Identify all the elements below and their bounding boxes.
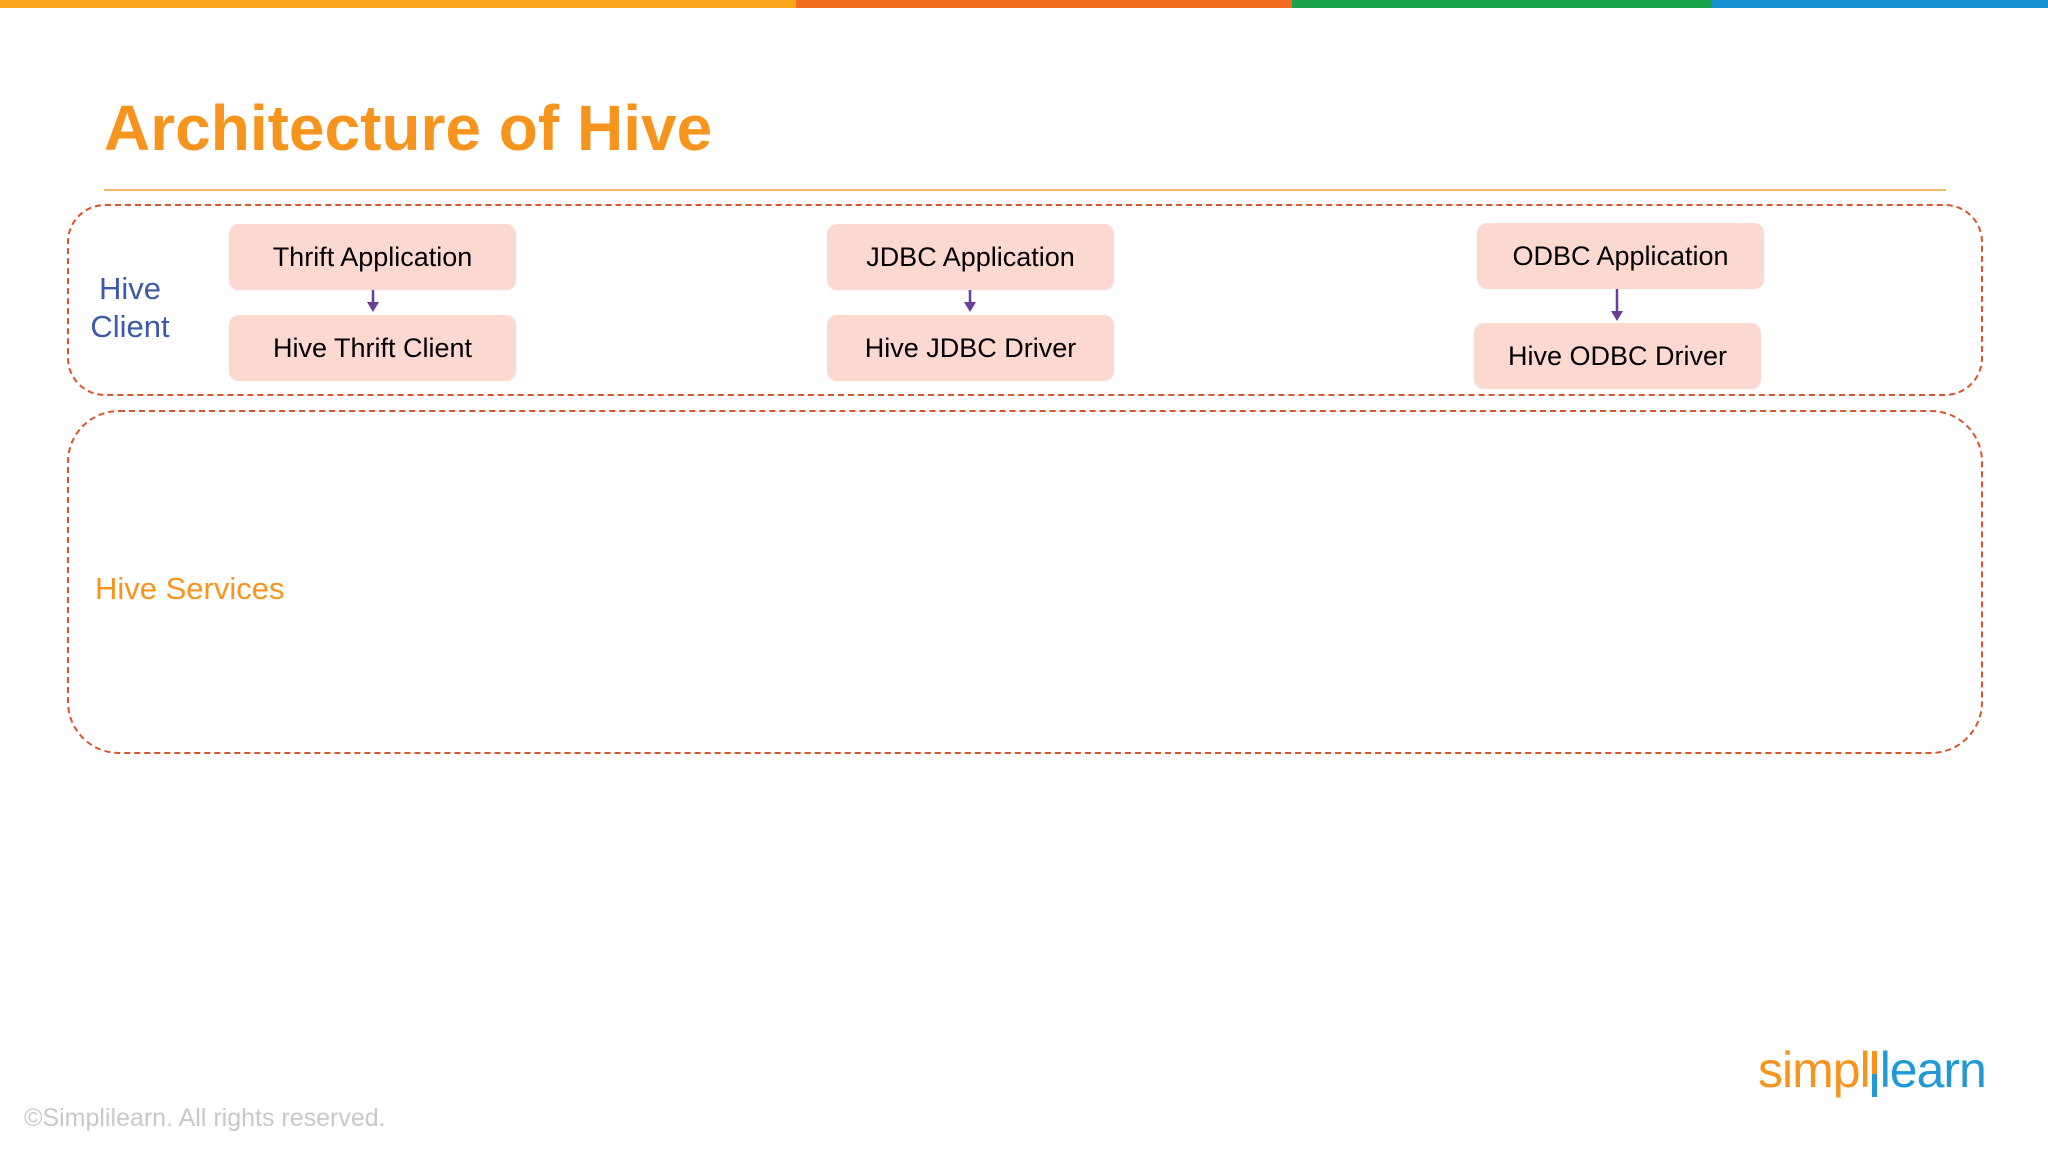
arrow-down-icon <box>367 290 379 312</box>
hive-client-group <box>67 204 1983 396</box>
arrow-head <box>367 302 379 312</box>
arrow-down-icon <box>1611 289 1623 321</box>
node-odbc-application: ODBC Application <box>1477 223 1764 289</box>
arrow-down-icon <box>964 290 976 312</box>
node-thrift-application: Thrift Application <box>229 224 516 290</box>
logo-bar <box>1871 1051 1877 1097</box>
title-underline <box>104 189 1946 191</box>
top-bar-segment-green <box>1292 0 1712 8</box>
hive-services-label: Hive Services <box>95 571 285 606</box>
node-hive-thrift-client: Hive Thrift Client <box>229 315 516 381</box>
node-hive-odbc-driver: Hive ODBC Driver <box>1474 323 1761 389</box>
top-bar-segment-orange <box>796 0 1292 8</box>
arrow-head <box>1611 311 1623 321</box>
top-color-bar <box>0 0 2048 8</box>
node-jdbc-application: JDBC Application <box>827 224 1114 290</box>
hive-services-group <box>67 410 1983 754</box>
slide-title: Architecture of Hive <box>104 92 713 164</box>
hive-client-label: Hive Client <box>90 271 170 344</box>
node-hive-jdbc-driver: Hive JDBC Driver <box>827 315 1114 381</box>
copyright-footer: ©Simplilearn. All rights reserved. <box>24 1104 386 1132</box>
top-bar-segment-yellow <box>0 0 796 8</box>
logo-part-simpl: simpl <box>1758 1042 1871 1098</box>
arrow-head <box>964 302 976 312</box>
top-bar-segment-blue <box>1712 0 2048 8</box>
logo-part-learn: learn <box>1879 1042 1987 1098</box>
